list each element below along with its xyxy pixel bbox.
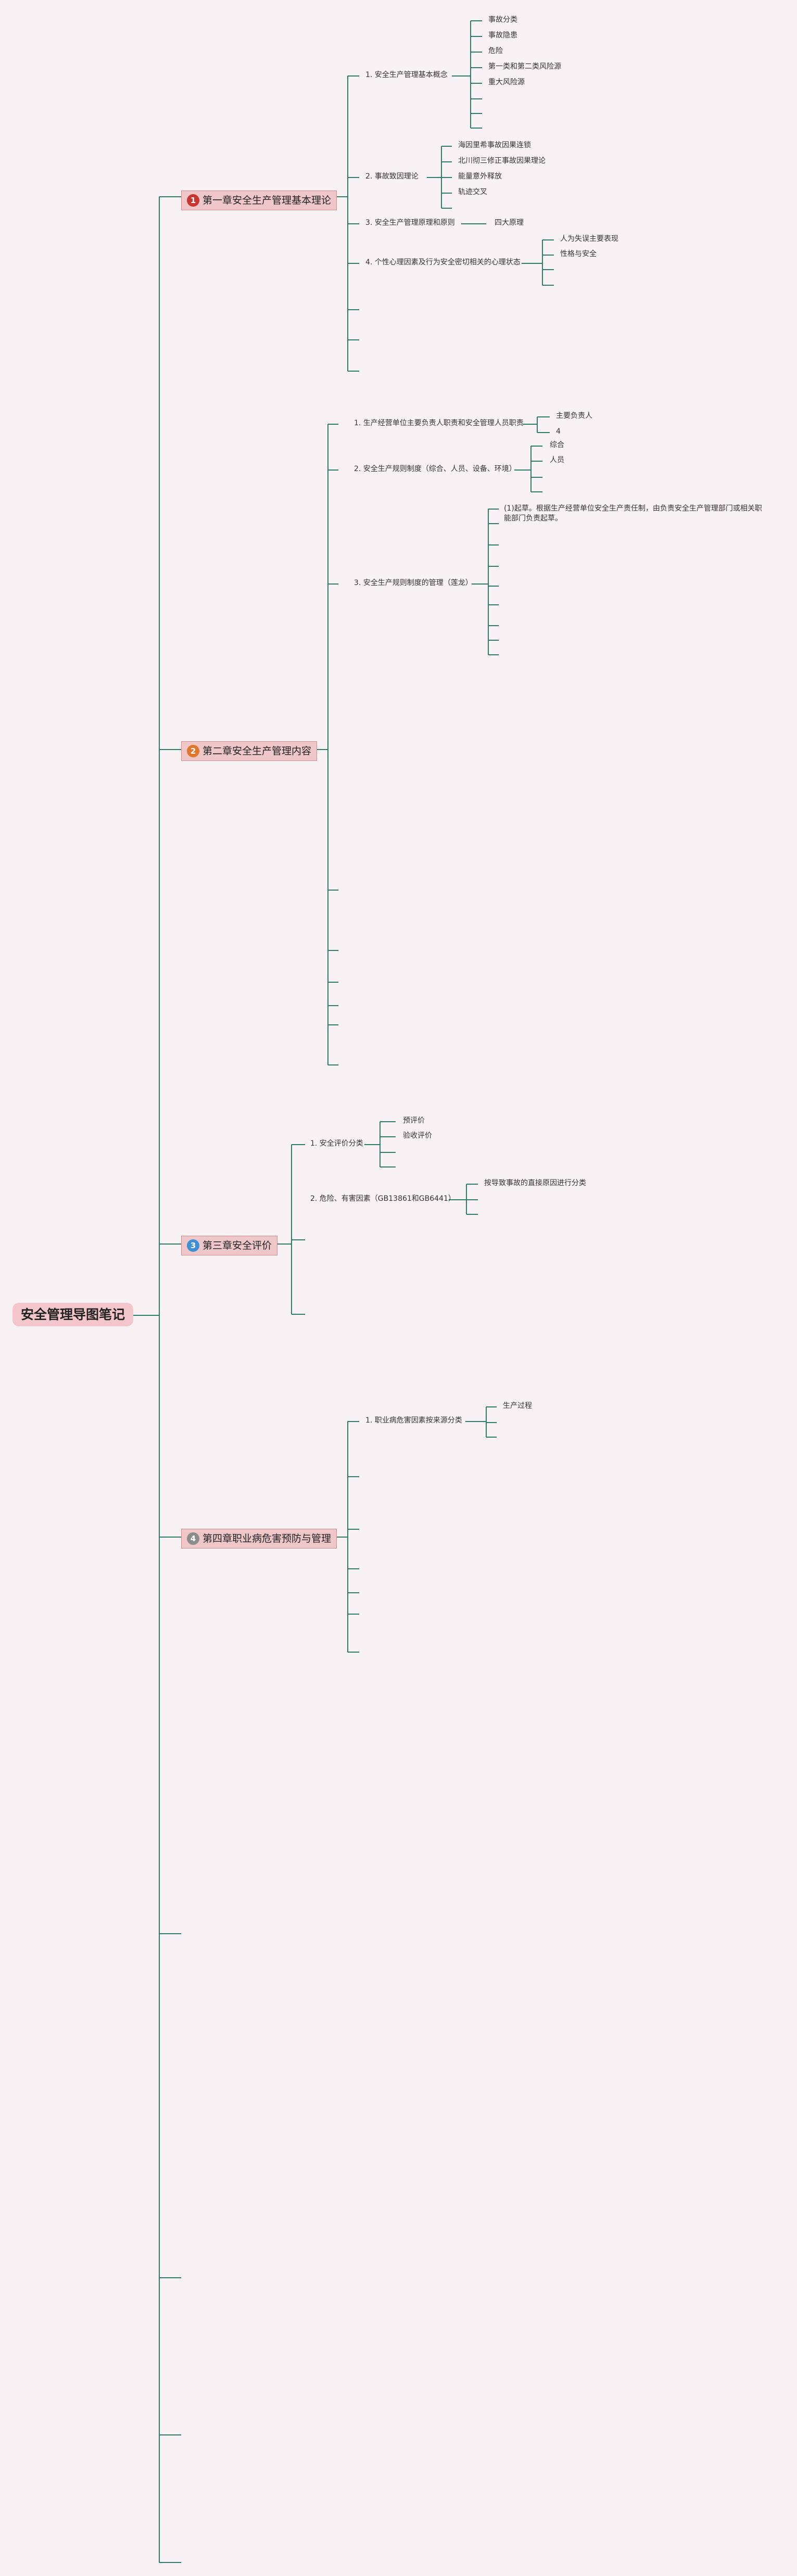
ch1-s1-item[interactable]: 第一类和第二类风险源 — [488, 62, 561, 71]
chapter-4-node[interactable]: 4 第四章职业病危害预防与管理 — [181, 1529, 337, 1549]
ch1-s4-item[interactable]: 性格与安全 — [560, 250, 597, 258]
chapter-1-number-badge: 1 — [187, 194, 199, 207]
ch3-section-2[interactable]: 2. 危险、有害因素（GB13861和GB6441） — [310, 1195, 456, 1203]
ch2-s3-item[interactable]: (1)起草。根据生产经营单位安全生产责任制，由负责安全生产管理部门或相关职能部门… — [504, 504, 762, 523]
root-node[interactable]: 安全管理导图笔记 — [12, 1303, 134, 1326]
chapter-3-title: 第三章安全评价 — [203, 1239, 272, 1251]
chapter-4-title: 第四章职业病危害预防与管理 — [203, 1532, 332, 1544]
root-title: 安全管理导图笔记 — [21, 1307, 125, 1322]
ch2-section-1[interactable]: 1. 生产经营单位主要负责人职责和安全管理人员职责 — [354, 419, 524, 427]
chapter-3-number-badge: 3 — [187, 1239, 199, 1252]
chapter-2-node[interactable]: 2 第二章安全生产管理内容 — [181, 741, 318, 761]
ch2-s2-item[interactable]: 人员 — [550, 456, 564, 464]
ch1-section-1[interactable]: 1. 安全生产管理基本概念 — [365, 71, 448, 79]
ch1-s1-item[interactable]: 事故分类 — [488, 16, 517, 24]
ch2-section-3[interactable]: 3. 安全生产规则制度的管理（莲龙） — [354, 579, 473, 587]
ch1-s1-item[interactable]: 危险 — [488, 47, 503, 55]
ch1-section-3[interactable]: 3. 安全生产管理原理和原则 — [365, 219, 455, 227]
ch1-s1-item[interactable]: 重大风险源 — [488, 78, 525, 86]
ch4-s1-item[interactable]: 生产过程 — [503, 1402, 532, 1410]
ch2-s2-item[interactable]: 综合 — [550, 441, 564, 449]
ch1-section-4[interactable]: 4. 个性心理因素及行为安全密切相关的心理状态 — [365, 258, 521, 267]
chapter-3-node[interactable]: 3 第三章安全评价 — [181, 1236, 278, 1255]
chapter-1-node[interactable]: 1 第一章安全生产管理基本理论 — [181, 191, 337, 210]
chapter-2-title: 第二章安全生产管理内容 — [203, 745, 312, 757]
ch3-section-1[interactable]: 1. 安全评价分类 — [310, 1139, 363, 1148]
ch2-s1-item[interactable]: 4 — [556, 427, 561, 436]
ch1-s2-item[interactable]: 轨迹交叉 — [458, 188, 487, 196]
chapter-4-number-badge: 4 — [187, 1532, 199, 1545]
ch2-section-2[interactable]: 2. 安全生产规则制度（综合、人员、设备、环境） — [354, 465, 516, 473]
ch3-s2-item[interactable]: 按导致事故的直接原因进行分类 — [484, 1179, 586, 1187]
ch3-s1-item[interactable]: 预评价 — [403, 1116, 425, 1125]
ch1-s2-item[interactable]: 能量意外释放 — [458, 172, 502, 181]
chapter-2-number-badge: 2 — [187, 745, 199, 757]
ch2-s1-item[interactable]: 主要负责人 — [556, 412, 592, 420]
ch1-s2-item[interactable]: 北川彻三修正事故因果理论 — [458, 157, 546, 165]
ch1-s2-item[interactable]: 海因里希事故因果连锁 — [458, 141, 531, 149]
chapter-1-title: 第一章安全生产管理基本理论 — [203, 194, 332, 206]
ch1-s1-item[interactable]: 事故隐患 — [488, 31, 517, 40]
ch4-section-1[interactable]: 1. 职业病危害因素按来源分类 — [365, 1416, 462, 1425]
ch3-s1-item[interactable]: 验收评价 — [403, 1132, 432, 1140]
ch1-s3-item[interactable]: 四大原理 — [495, 219, 524, 227]
ch1-section-2[interactable]: 2. 事故致因理论 — [365, 172, 419, 181]
ch1-s4-item[interactable]: 人为失误主要表现 — [560, 235, 618, 243]
